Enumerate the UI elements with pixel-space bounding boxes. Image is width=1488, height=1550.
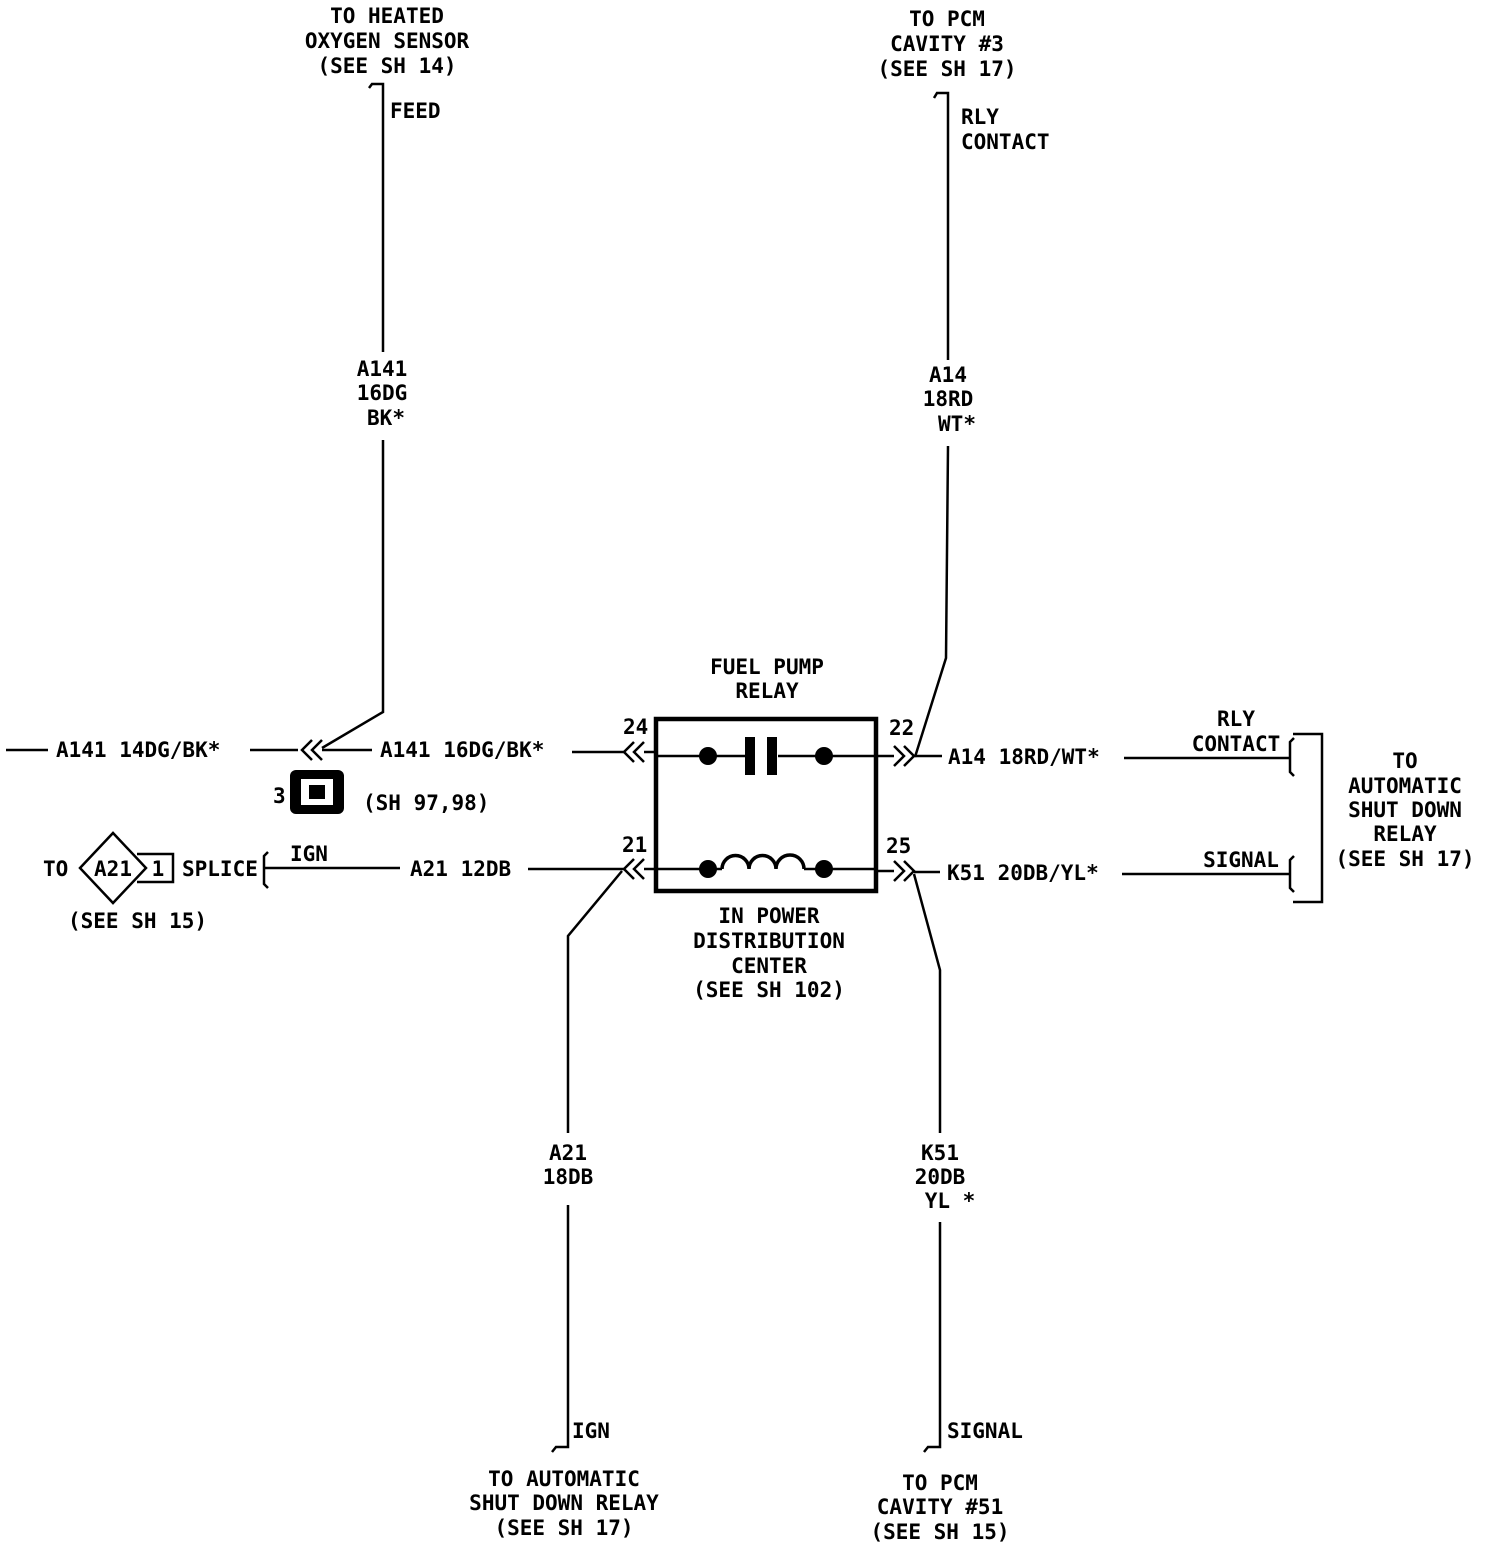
wire-label-color: YL * (925, 1189, 976, 1213)
wire-label-color: WT* (938, 412, 976, 436)
wire-a14-lower (913, 445, 950, 758)
automatic-shutdown-relay-destination: TO AUTOMATIC SHUT DOWN RELAY (SEE SH 17) (1335, 749, 1474, 871)
right-bracket (1293, 732, 1324, 904)
pin-21: 21 (622, 833, 647, 857)
wire-label-circuit: A14 (929, 363, 967, 387)
dest-line-4: RELAY (1373, 822, 1437, 846)
connector-mark-pin-22 (893, 745, 916, 767)
wire-label-color: BK* (367, 406, 405, 430)
dest-line-5: (SEE SH 17) (1335, 847, 1474, 871)
wire-label-k51: K51 20DB/YL* (947, 861, 1099, 885)
wire-terminal-end (923, 1441, 942, 1453)
dest-line-3: (SEE SH 15) (870, 1520, 1009, 1544)
pcm-cavity-3-destination: TO PCM CAVITY #3 (SEE SH 17) (877, 7, 1016, 81)
bottom-left-tag: IGN (572, 1419, 610, 1443)
feed-tag: FEED (390, 99, 441, 123)
splice-sheet-ref: (SEE SH 15) (68, 909, 207, 933)
connector-mark-pin-24 (622, 741, 645, 763)
connector-icon (290, 770, 344, 814)
contact-plate-right (767, 737, 777, 775)
contact-terminal-right (815, 747, 833, 765)
wire-label-a21: A21 12DB (410, 857, 511, 881)
location-line-3: CENTER (731, 954, 807, 978)
bottom-left-destination: TO AUTOMATIC SHUT DOWN RELAY (SEE SH 17) (469, 1467, 659, 1540)
wire-label-gauge: 16DG (357, 381, 408, 405)
connector-sheet-ref: (SH 97,98) (363, 791, 489, 815)
splice-number: 1 (152, 857, 165, 881)
connector-mark-pin-25 (893, 860, 916, 882)
wire-terminal-end (368, 82, 385, 96)
right-tag-line-2: CONTACT (1192, 732, 1281, 756)
right-tag-line-1: RLY (1217, 707, 1255, 731)
connector-mark-left (300, 739, 323, 761)
coil-winding (720, 853, 806, 870)
dest-line-1: TO (1392, 749, 1417, 773)
location-line-1: IN POWER (718, 904, 820, 928)
dest-line-2: CAVITY #3 (890, 32, 1004, 56)
wire-label-a14: A14 18RD/WT* (948, 745, 1100, 769)
dest-line-2: AUTOMATIC (1348, 774, 1462, 798)
wire-terminal-rly-contact (1288, 737, 1295, 777)
tag-line-2: CONTACT (961, 130, 1050, 154)
bottom-right-destination: TO PCM CAVITY #51 (SEE SH 15) (870, 1471, 1009, 1544)
wire-a21-18db-upper (566, 870, 623, 1133)
pin-25: 25 (886, 834, 911, 858)
dest-line-3: (SEE SH 14) (317, 54, 456, 78)
pin-22: 22 (889, 716, 914, 740)
dest-line-1: TO PCM (909, 7, 985, 31)
dest-line-2: SHUT DOWN RELAY (469, 1491, 659, 1515)
splice-symbol: A21 1 (78, 831, 175, 905)
wire-label-circuit: A21 (549, 1141, 587, 1165)
wire-terminal-end (932, 91, 950, 104)
splice-ign-tag: IGN (290, 842, 328, 866)
dest-line-2: OXYGEN SENSOR (305, 29, 470, 53)
fuel-pump-relay: FUEL PUMP RELAY 24 22 21 25 IN POWER DIS… (622, 655, 914, 1002)
bottom-right-tag: SIGNAL (947, 1419, 1023, 1443)
wire-label-circuit: A141 (357, 357, 408, 381)
dest-line-3: (SEE SH 17) (877, 57, 1016, 81)
location-line-2: DISTRIBUTION (693, 929, 845, 953)
wire-label-gauge: 18DB (543, 1165, 594, 1189)
right-signal-tag: SIGNAL (1203, 848, 1279, 872)
contact-plate-left (745, 737, 755, 775)
dest-line-3: SHUT DOWN (1348, 798, 1462, 822)
wire-label-a141-16dg: A141 16DG/BK* (380, 738, 544, 762)
heated-oxygen-sensor-destination: TO HEATED OXYGEN SENSOR (SEE SH 14) (305, 4, 470, 78)
wire-k51-upper (912, 873, 942, 1133)
relay-title-line-1: FUEL PUMP (710, 655, 824, 679)
connector-mark-pin-21 (622, 858, 645, 880)
wire-terminal-ign (262, 851, 269, 889)
contact-terminal-left (699, 747, 717, 765)
wire-label-circuit: K51 (921, 1141, 959, 1165)
dest-line-1: TO HEATED (330, 4, 444, 28)
wire-terminal-end (551, 1441, 570, 1453)
wire-label-gauge: 18RD (923, 387, 974, 411)
splice-to-label: TO (43, 857, 68, 881)
relay-title-line-2: RELAY (735, 679, 799, 703)
dest-line-1: TO AUTOMATIC (488, 1467, 640, 1491)
wire-a141-lower (321, 440, 385, 750)
dest-line-1: TO PCM (902, 1471, 978, 1495)
coil-terminal-right (815, 860, 833, 878)
wire-label-gauge: 20DB (915, 1165, 966, 1189)
location-line-4: (SEE SH 102) (693, 978, 845, 1002)
coil-terminal-left (699, 860, 717, 878)
wire-terminal-signal (1288, 855, 1295, 893)
wire-label-a141-14dg: A141 14DG/BK* (56, 738, 220, 762)
tag-line-1: RLY (961, 105, 999, 129)
splice-id: A21 (94, 857, 132, 881)
connector-pin-number: 3 (273, 784, 286, 808)
splice-label: SPLICE (182, 857, 258, 881)
relay-box (653, 716, 879, 894)
pin-24: 24 (623, 715, 648, 739)
dest-line-2: CAVITY #51 (877, 1495, 1003, 1519)
dest-line-3: (SEE SH 17) (494, 1516, 633, 1540)
